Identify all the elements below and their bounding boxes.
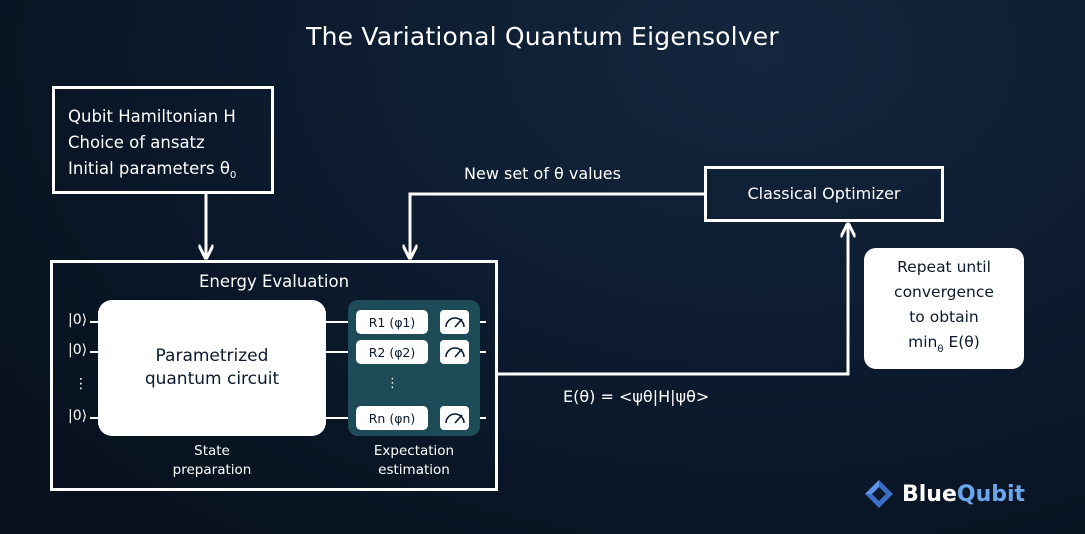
brand-part1: Blue	[902, 481, 957, 507]
state-preparation-caption: State preparation	[172, 443, 252, 478]
input-ansatz: Choice of ansatz	[68, 133, 205, 152]
input-initial-params: Initial parameters θ0	[68, 159, 237, 181]
inputs-text: Qubit Hamiltonian H Choice of ansatz Ini…	[68, 104, 236, 189]
page-title: The Variational Quantum Eigensolver	[306, 22, 779, 51]
evaluation-to-optimizer-arrow	[498, 224, 848, 376]
optimizer-feedback-arrow	[410, 192, 704, 258]
gate-ellipsis: ⋮	[386, 376, 399, 391]
measurement-meter-icon	[440, 406, 469, 430]
feedback-label: New set of θ values	[464, 164, 621, 183]
ket-zero-2: |0⟩	[68, 342, 88, 358]
measurement-meter-icon	[440, 340, 469, 364]
ket-zero-n: |0⟩	[68, 408, 88, 424]
inputs-box	[52, 86, 274, 194]
parametrized-circuit-block: Parametrized quantum circuit	[98, 300, 326, 436]
min-energy-label: minθ E(θ)	[908, 333, 980, 355]
energy-evaluation-title: Energy Evaluation	[198, 272, 350, 291]
input-hamiltonian: Qubit Hamiltonian H	[68, 107, 236, 126]
measurement-meter-icon	[440, 310, 469, 334]
expectation-estimation-caption: Expectation estimation	[373, 443, 455, 478]
rotation-gate-2: R2 (φ2)	[356, 340, 428, 364]
circuit-label-line1: Parametrized	[155, 346, 269, 366]
qubit-ellipsis: ⋮	[74, 376, 88, 392]
energy-evaluation-box	[50, 260, 498, 491]
energy-formula: E(θ) = <ψθ|H|ψθ>	[563, 387, 710, 406]
classical-optimizer-label: Classical Optimizer	[747, 184, 901, 203]
classical-optimizer-box	[704, 166, 944, 222]
rotation-gate-n: Rn (φn)	[356, 406, 428, 430]
circuit-label-line2: quantum circuit	[144, 369, 280, 389]
repeat-until-convergence-box: Repeat until convergence to obtain minθ …	[864, 248, 1024, 369]
brand-logo: BlueQubit	[862, 478, 1025, 510]
brand-part2: Qubit	[956, 481, 1026, 507]
ket-zero-1: |0⟩	[68, 312, 88, 328]
bluequbit-logo-icon	[865, 480, 893, 508]
rotation-gate-1: R1 (φ1)	[356, 310, 428, 334]
